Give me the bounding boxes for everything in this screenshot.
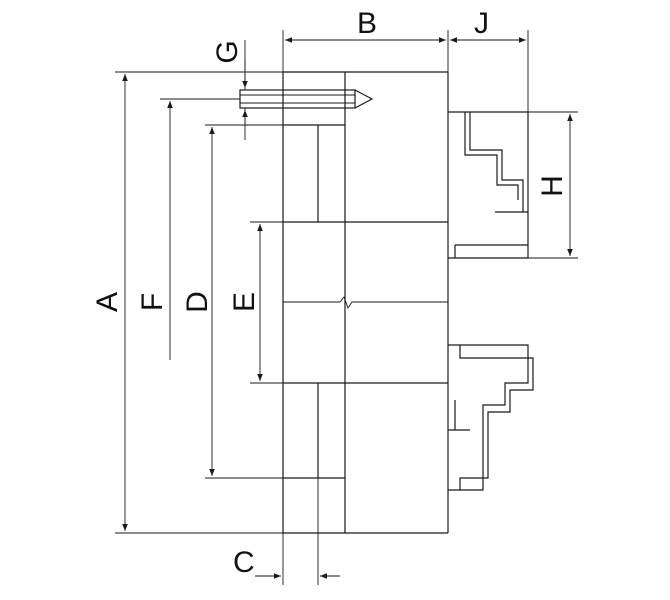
dimension-labels: B J H G A F D E C: [91, 7, 569, 579]
label-c: C: [233, 546, 255, 579]
hatched-sections: [282, 71, 346, 534]
dimension-lines: [122, 37, 573, 579]
label-f: F: [136, 293, 169, 311]
lower-jaw: [448, 344, 534, 491]
upper-jaw: [448, 111, 529, 259]
label-a: A: [91, 292, 124, 312]
label-j: J: [474, 7, 489, 40]
label-b: B: [357, 7, 377, 40]
mounting-screw: [160, 89, 374, 109]
label-g: G: [211, 40, 244, 63]
label-d: D: [181, 291, 214, 313]
label-h: H: [536, 175, 569, 197]
label-e: E: [228, 292, 261, 312]
chuck-body: [282, 71, 449, 534]
